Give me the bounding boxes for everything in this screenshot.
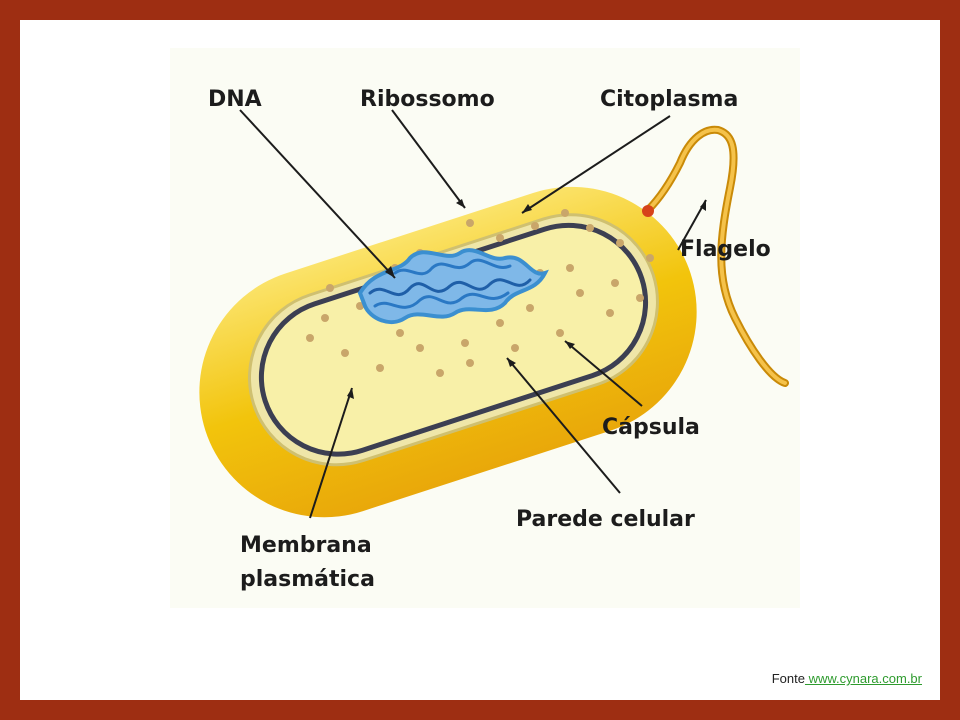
pointer-arrowheads	[347, 199, 706, 399]
bacterium-diagram: DNA Ribossomo Citoplasma Flagelo Cápsula…	[170, 48, 800, 608]
dna-nucleoid	[357, 248, 549, 325]
flagellum	[642, 125, 789, 387]
slide: DNA Ribossomo Citoplasma Flagelo Cápsula…	[20, 20, 940, 700]
caption-prefix: Fonte	[771, 671, 805, 686]
flagellum-base	[642, 205, 654, 217]
label-membrana-line2: plasmática	[240, 567, 375, 592]
label-flagelo: Flagelo	[680, 237, 771, 262]
label-capsula: Cápsula	[602, 415, 700, 440]
label-citoplasma: Citoplasma	[600, 87, 738, 112]
pointer-lines	[239, 109, 707, 519]
source-link[interactable]: www.cynara.com.br	[804, 671, 922, 686]
label-dna: DNA	[208, 87, 262, 112]
source-caption: Fonte www.cynara.com.br	[772, 671, 922, 686]
label-parede-celular: Parede celular	[516, 507, 695, 532]
ribosomes	[306, 209, 654, 377]
label-membrana-line1: Membrana	[240, 533, 372, 558]
label-ribossomo: Ribossomo	[360, 87, 495, 112]
